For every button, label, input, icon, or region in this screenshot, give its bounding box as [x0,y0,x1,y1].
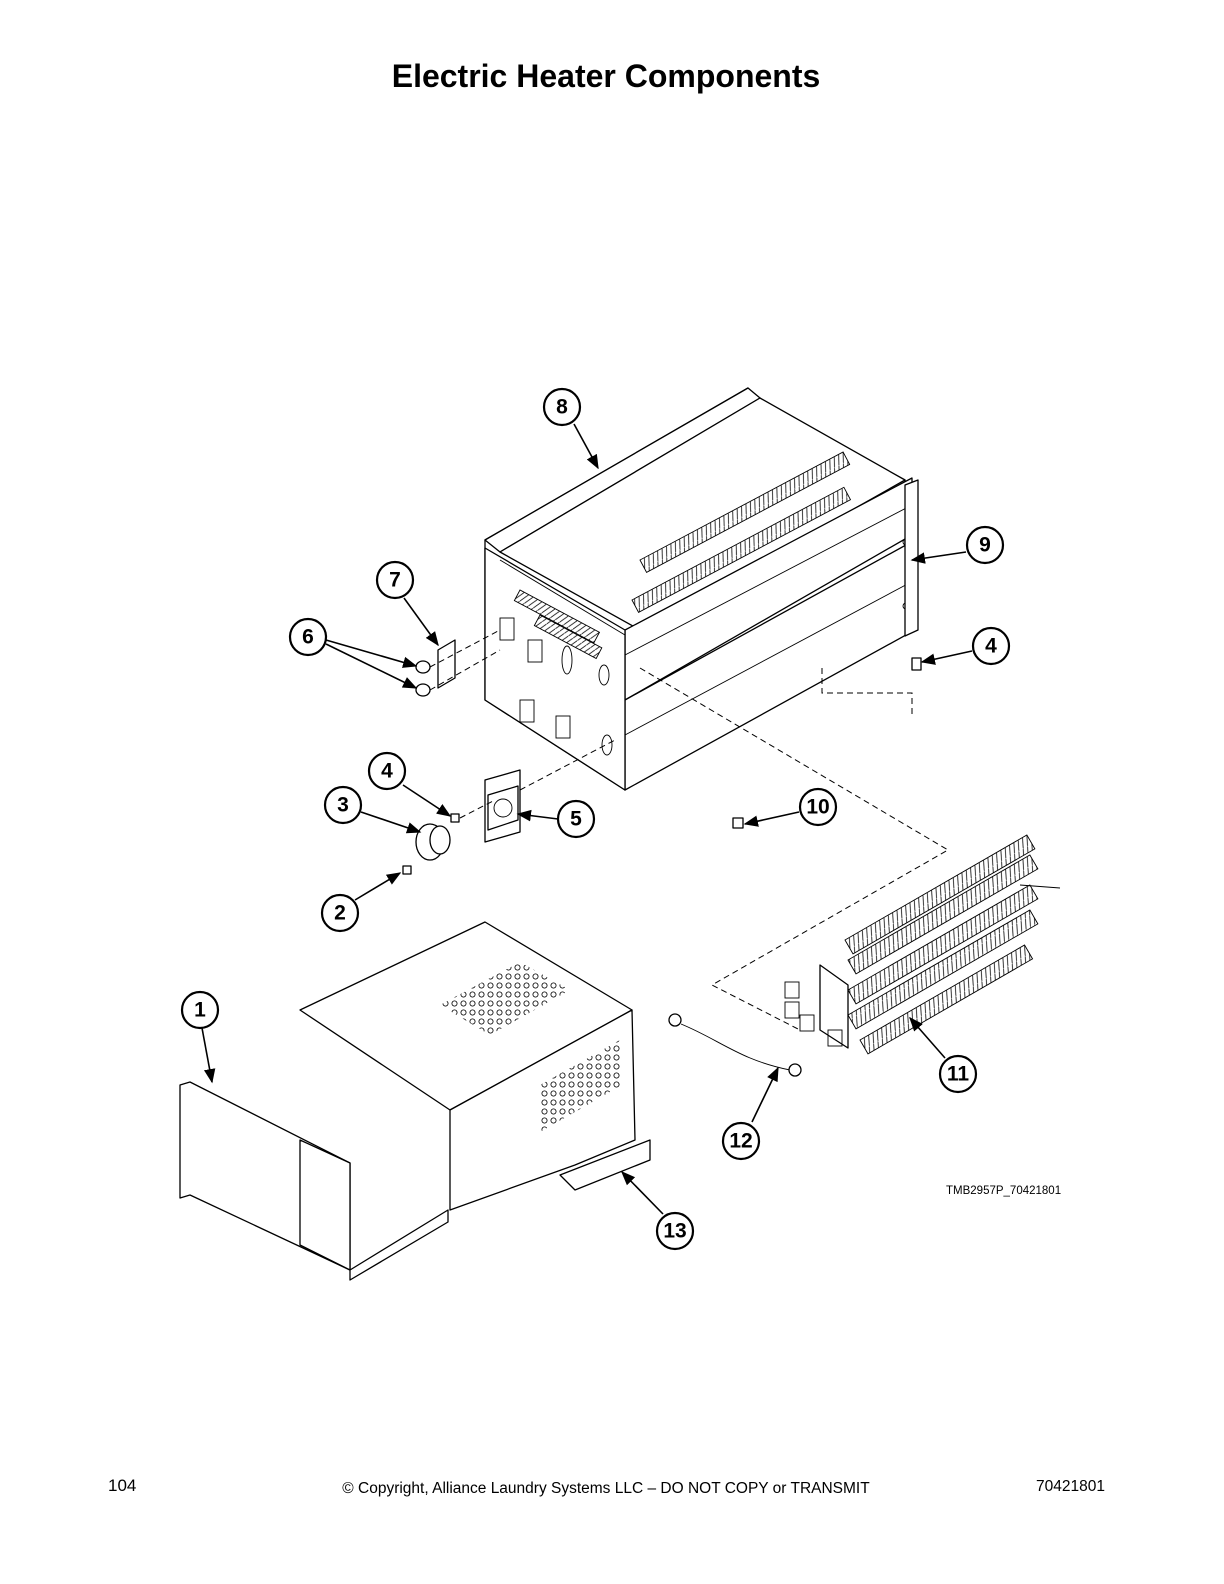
callout-11: 11 [938,1054,978,1094]
svg-text:7: 7 [389,569,401,592]
svg-text:3: 3 [337,794,349,817]
svg-text:12: 12 [729,1130,752,1153]
svg-text:6: 6 [302,626,314,649]
heater-mounting-rail [904,479,919,637]
callout-9: 9 [965,525,1005,565]
page-number: 104 [108,1476,137,1495]
terminal-plate [415,629,501,697]
callout-1: 1 [180,990,220,1030]
svg-text:2: 2 [334,902,346,925]
svg-text:1: 1 [194,999,206,1022]
page-title: Electric Heater Components [391,58,821,94]
ground-wire [668,1013,802,1077]
heater-cover [299,921,651,1211]
svg-text:5: 5 [570,808,582,831]
callout-4-thermostat: 4 [367,751,407,791]
svg-text:8: 8 [556,396,568,419]
svg-text:10: 10 [806,796,829,819]
heater-element [639,667,1061,1055]
figure-code: TMB2957P_70421801 [946,1185,1062,1197]
heater-housing [484,387,916,791]
svg-text:9: 9 [979,534,991,557]
callout-10: 10 [798,787,838,827]
callout-8: 8 [542,387,582,427]
callout-4-rail: 4 [971,626,1011,666]
thermostat-assembly [402,739,616,875]
callout-5: 5 [556,799,596,839]
front-panel [179,1081,449,1281]
svg-text:13: 13 [663,1220,686,1243]
callout-2: 2 [320,893,360,933]
copyright-notice: © Copyright, Alliance Laundry Systems LL… [342,1480,870,1497]
callout-leaders [201,423,973,1215]
callout-12: 12 [721,1121,761,1161]
callout-7: 7 [375,560,415,600]
document-number: 70421801 [1036,1478,1105,1495]
callout-6: 6 [288,617,328,657]
callout-13: 13 [655,1211,695,1251]
svg-text:4: 4 [381,760,393,783]
svg-text:11: 11 [947,1063,970,1086]
callout-3: 3 [323,785,363,825]
svg-text:4: 4 [985,635,997,658]
